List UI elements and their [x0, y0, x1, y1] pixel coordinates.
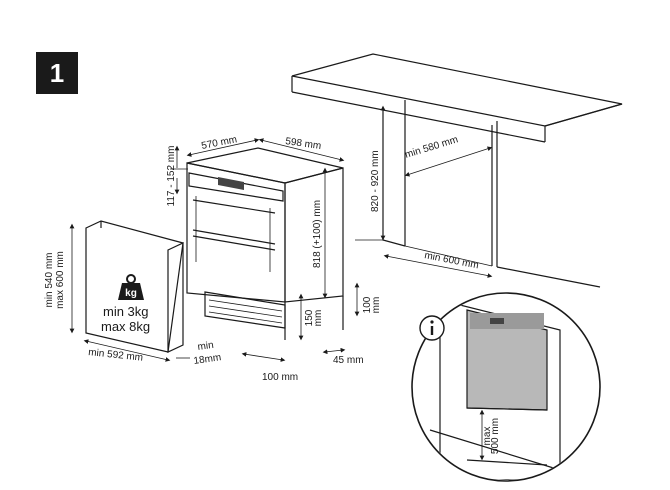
info-icon: [419, 315, 445, 341]
niche-height-label: 820 - 920 mm: [370, 150, 381, 212]
plinth-height-label: 150: [304, 309, 315, 326]
plinth-adjust-unit-label: mm: [371, 297, 382, 314]
step-number-badge: 1: [36, 52, 78, 94]
niche-width-label: min 580 mm: [404, 134, 460, 161]
plinth-unit-label: mm: [313, 310, 324, 327]
weight-icon-label: kg: [125, 288, 137, 299]
height-label: 818 (+100) mm: [312, 200, 323, 268]
min-weight-label: min 3kg: [103, 304, 149, 319]
panel-height-min-label: min 540 mm: [44, 252, 55, 307]
top-gap-label: 117 - 152 mm: [166, 146, 177, 207]
plinth-adjust-label: 100: [362, 296, 373, 313]
detail-magnifier: [411, 292, 601, 482]
gap-min-label: min: [197, 340, 214, 353]
rear-offset-label: 45 mm: [333, 355, 364, 366]
panel-height-max-label: max 600 mm: [55, 251, 66, 309]
depth-label: 570 mm: [200, 134, 238, 152]
weight-icon: kg: [118, 274, 144, 300]
max-weight-label: max 8kg: [101, 319, 150, 334]
gap-value-label: 18mm: [193, 352, 222, 367]
detail-plinth-label: max: [482, 427, 493, 446]
width-label: 598 mm: [285, 136, 322, 152]
panel-width-label: min 592 mm: [88, 347, 144, 364]
detail-plinth-value: 500 mm: [490, 418, 501, 454]
dishwasher: [170, 138, 360, 363]
door-panel: [69, 220, 190, 362]
front-offset-label: 100 mm: [262, 372, 298, 383]
kitchen-cabinet: [291, 53, 623, 288]
